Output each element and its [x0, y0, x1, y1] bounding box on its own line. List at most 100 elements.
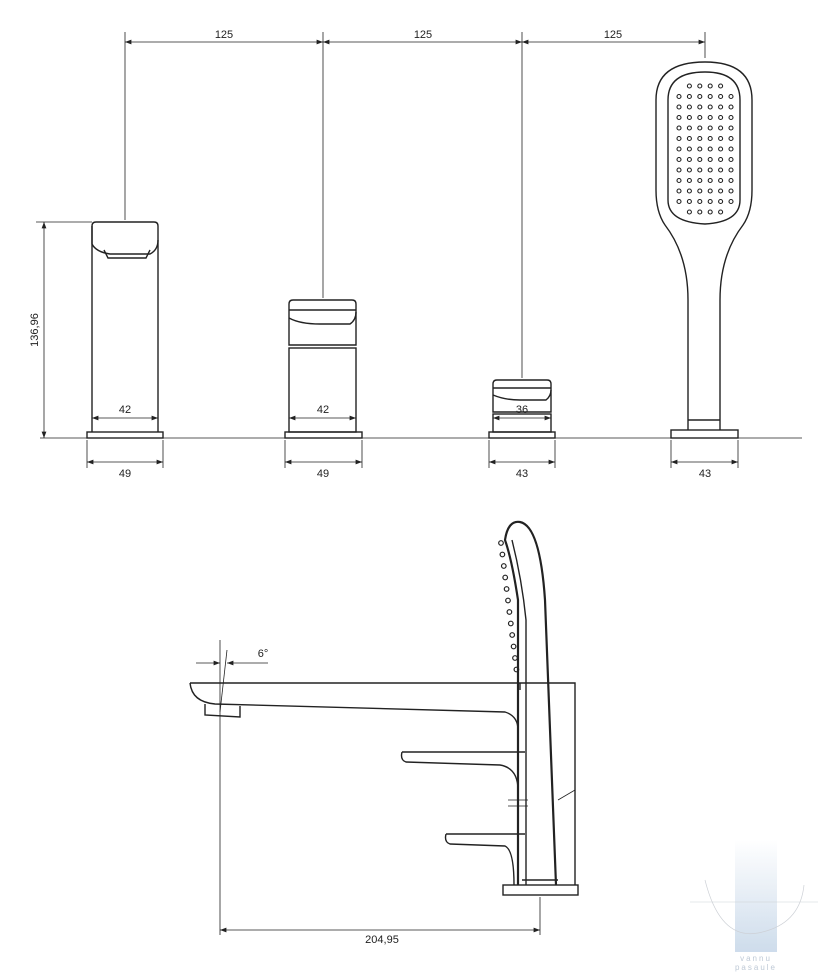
nozzle-dot [728, 177, 734, 184]
spacing-label: 125 [414, 29, 432, 41]
nozzle-dot [707, 125, 713, 131]
nozzle-dot [676, 188, 682, 194]
nozzle-dot [728, 104, 734, 110]
nozzle-dot [718, 156, 724, 163]
nozzle-dot [707, 156, 713, 163]
nozzle-dot [686, 83, 692, 89]
nozzle-dot [728, 167, 734, 173]
nozzle-dot [728, 188, 734, 194]
nozzle-dot [676, 156, 682, 163]
nozzle-dot [718, 188, 724, 194]
nozzle-dot [686, 167, 692, 173]
nozzle-dot [686, 135, 692, 142]
side-view: 6° 204,95 [189, 520, 579, 946]
nozzle-dot [676, 125, 682, 131]
nozzle-dot [718, 167, 724, 173]
nozzle-dot [697, 198, 703, 205]
nozzle-dot [498, 540, 504, 546]
nozzle-dot [718, 177, 724, 184]
nozzle-dot [707, 167, 713, 173]
nozzle-dot [707, 135, 713, 142]
body-width-label: 36 [516, 404, 528, 416]
spacing-dimensions: 125 125 125 [124, 29, 706, 378]
base-width-label: 49 [119, 468, 131, 480]
nozzle-dot [676, 135, 682, 142]
nozzle-dot [507, 620, 514, 627]
nozzle-dot [509, 632, 516, 638]
angle-label: 6° [258, 648, 269, 660]
base-width-label: 43 [699, 468, 711, 480]
nozzle-dot [718, 93, 724, 100]
nozzle-dot [676, 177, 682, 184]
nozzle-dot [506, 609, 513, 615]
nozzle-dot [697, 177, 703, 184]
spout-front-view: 42 49 [86, 221, 164, 480]
nozzle-dot [697, 167, 703, 173]
nozzle-dot [718, 209, 724, 215]
nozzle-dot [686, 93, 692, 100]
nozzle-dot [697, 104, 703, 110]
nozzle-dot [718, 135, 724, 142]
nozzle-dot [676, 104, 682, 110]
nozzle-dot [676, 93, 682, 100]
nozzle-dot [728, 198, 734, 205]
nozzle-dot [697, 146, 703, 152]
nozzle-dot [707, 93, 713, 100]
nozzle-dot [686, 125, 692, 131]
hand-shower-front-view: 43 [655, 61, 753, 480]
nozzle-dot [686, 188, 692, 194]
nozzle-dot [697, 83, 703, 89]
spacing-label: 125 [215, 29, 233, 41]
reach-label: 204,95 [365, 934, 399, 946]
watermark-logo: vannu pasaule [690, 840, 818, 972]
nozzle-dot [697, 125, 703, 131]
base-width-label: 49 [317, 468, 329, 480]
nozzle-dot [510, 643, 517, 650]
nozzle-dot [718, 146, 724, 152]
height-dimension: 136,96 [29, 221, 92, 438]
nozzle-dot [676, 146, 682, 152]
nozzle-dot [512, 655, 518, 661]
nozzle-dot [697, 209, 703, 215]
nozzle-dot [728, 156, 734, 163]
nozzle-dot [707, 188, 713, 194]
base-width-label: 43 [516, 468, 528, 480]
watermark-line1: vannu [740, 954, 772, 963]
nozzle-dot [707, 209, 713, 215]
nozzle-dot [697, 93, 703, 100]
nozzle-dot [728, 93, 734, 100]
nozzle-dot [718, 114, 724, 121]
nozzle-dot [728, 135, 734, 142]
spacing-label: 125 [604, 29, 622, 41]
nozzle-dot [707, 83, 713, 89]
watermark-line2: pasaule [735, 963, 777, 972]
nozzle-dot [707, 114, 713, 121]
spray-nozzles [676, 83, 734, 215]
mixer-front-view: 42 49 [284, 299, 363, 480]
nozzle-dot [697, 135, 703, 142]
nozzle-dot [505, 597, 511, 604]
nozzle-dot [686, 104, 692, 110]
nozzle-dot [513, 666, 520, 673]
diverter-front-view: 36 43 [488, 379, 556, 480]
nozzle-dot [697, 188, 703, 194]
nozzle-dot [697, 114, 703, 121]
nozzle-dot [697, 156, 703, 163]
nozzle-dot [707, 146, 713, 152]
height-label: 136,96 [29, 313, 41, 347]
side-spray-nozzles [498, 540, 520, 673]
nozzle-dot [499, 551, 506, 558]
nozzle-dot [728, 125, 734, 131]
nozzle-dot [500, 563, 507, 569]
nozzle-dot [718, 104, 724, 110]
nozzle-dot [728, 146, 734, 152]
nozzle-dot [676, 167, 682, 173]
nozzle-dot [676, 114, 682, 121]
nozzle-dot [728, 114, 734, 121]
nozzle-dot [707, 177, 713, 184]
nozzle-dot [707, 198, 713, 205]
nozzle-dot [686, 177, 692, 184]
nozzle-dot [502, 574, 509, 581]
nozzle-dot [707, 104, 713, 110]
